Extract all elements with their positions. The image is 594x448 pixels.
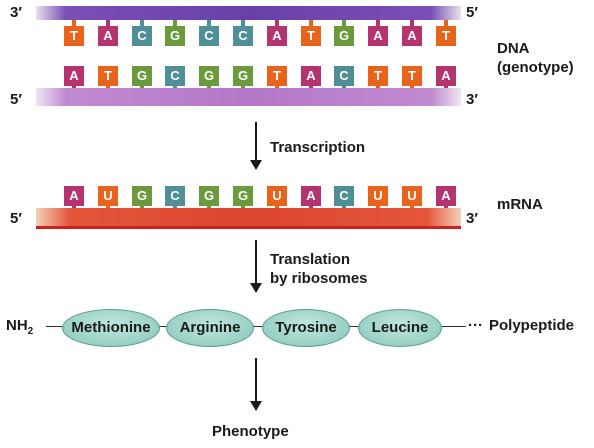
- dna-top-right-end: 5′: [466, 4, 478, 21]
- mrna-left-end: 5′: [10, 210, 22, 227]
- mrna-base-10: U: [402, 186, 422, 206]
- phenotype-arrow-shaft: [255, 358, 257, 401]
- mrna-base-8: C: [334, 186, 354, 206]
- mrna-base-2: G: [132, 186, 152, 206]
- mrna-base-6: U: [267, 186, 287, 206]
- dna-coding-base-11: A: [436, 66, 456, 86]
- dna-template-base-stem-4: [207, 20, 211, 26]
- dna-coding-base-7: A: [301, 66, 321, 86]
- mrna-base-3: C: [165, 186, 185, 206]
- dna-template-base-1: A: [98, 26, 118, 46]
- mrna-base-4: G: [199, 186, 219, 206]
- dna-template-base-10: A: [402, 26, 422, 46]
- dna-template-base-8: G: [334, 26, 354, 46]
- n-terminus-label: NH2: [6, 317, 34, 337]
- dna-coding-base-5: G: [233, 66, 253, 86]
- dna-template-base-stem-2: [140, 20, 144, 26]
- amino-acid-methionine: Methionine: [62, 309, 160, 347]
- dna-template-base-stem-0: [72, 20, 76, 26]
- dna-coding-base-10: T: [402, 66, 422, 86]
- dna-template-base-11: T: [436, 26, 456, 46]
- dna-coding-base-6: T: [267, 66, 287, 86]
- mrna-base-7: A: [301, 186, 321, 206]
- chain-continuation: ···: [468, 317, 483, 334]
- mrna-underline: [36, 226, 461, 229]
- dna-coding-base-1: T: [98, 66, 118, 86]
- transcription-arrowhead: [250, 160, 262, 170]
- dna-template-base-0: T: [64, 26, 84, 46]
- dna-coding-base-8: C: [334, 66, 354, 86]
- transcription-label: Transcription: [270, 139, 366, 156]
- phenotype-label: Phenotype: [212, 423, 289, 440]
- translation-arrow-shaft: [255, 240, 257, 283]
- dna-coding-base-0: A: [64, 66, 84, 86]
- mrna-base-11: A: [436, 186, 456, 206]
- genotype-label: (genotype): [497, 59, 574, 76]
- dna-template-base-5: C: [233, 26, 253, 46]
- transcription-arrow-shaft: [255, 122, 257, 160]
- dna-template-base-4: C: [199, 26, 219, 46]
- amino-acid-tyrosine: Tyrosine: [262, 309, 350, 347]
- mrna-base-1: U: [98, 186, 118, 206]
- dna-template-backbone: [36, 6, 461, 20]
- dna-template-base-6: A: [267, 26, 287, 46]
- dna-template-base-stem-1: [106, 20, 110, 26]
- translation-label: Translation: [270, 251, 351, 268]
- dna-template-base-stem-5: [241, 20, 245, 26]
- phenotype-arrowhead: [250, 401, 262, 411]
- dna-label: DNA: [497, 40, 530, 57]
- dna-template-base-stem-9: [376, 20, 380, 26]
- dna-bottom-left-end: 5′: [10, 91, 22, 108]
- dna-coding-base-4: G: [199, 66, 219, 86]
- mrna-base-0: A: [64, 186, 84, 206]
- dna-template-base-9: A: [368, 26, 388, 46]
- dna-template-base-2: C: [132, 26, 152, 46]
- dna-top-left-end: 3′: [10, 4, 22, 21]
- mrna-backbone: [36, 208, 461, 228]
- mrna-base-5: G: [233, 186, 253, 206]
- dna-coding-base-2: G: [132, 66, 152, 86]
- ribosomes-label: by ribosomes: [270, 270, 368, 287]
- dna-template-base-stem-3: [173, 20, 177, 26]
- translation-arrowhead: [250, 283, 262, 293]
- dna-coding-backbone: [36, 88, 461, 106]
- dna-coding-base-3: C: [165, 66, 185, 86]
- dna-template-base-stem-11: [444, 20, 448, 26]
- mrna-base-9: U: [368, 186, 388, 206]
- dna-template-base-3: G: [165, 26, 185, 46]
- peptide-backbone: [46, 326, 466, 327]
- amino-acid-leucine: Leucine: [358, 309, 442, 347]
- amino-acid-arginine: Arginine: [166, 309, 254, 347]
- dna-template-base-stem-8: [342, 20, 346, 26]
- dna-template-base-stem-6: [275, 20, 279, 26]
- dna-coding-base-9: T: [368, 66, 388, 86]
- polypeptide-label: Polypeptide: [489, 317, 575, 334]
- dna-template-base-stem-10: [410, 20, 414, 26]
- dna-bottom-right-end: 3′: [466, 91, 478, 108]
- mrna-label: mRNA: [497, 196, 543, 213]
- dna-template-base-stem-7: [309, 20, 313, 26]
- dna-template-base-7: T: [301, 26, 321, 46]
- mrna-right-end: 3′: [466, 210, 478, 227]
